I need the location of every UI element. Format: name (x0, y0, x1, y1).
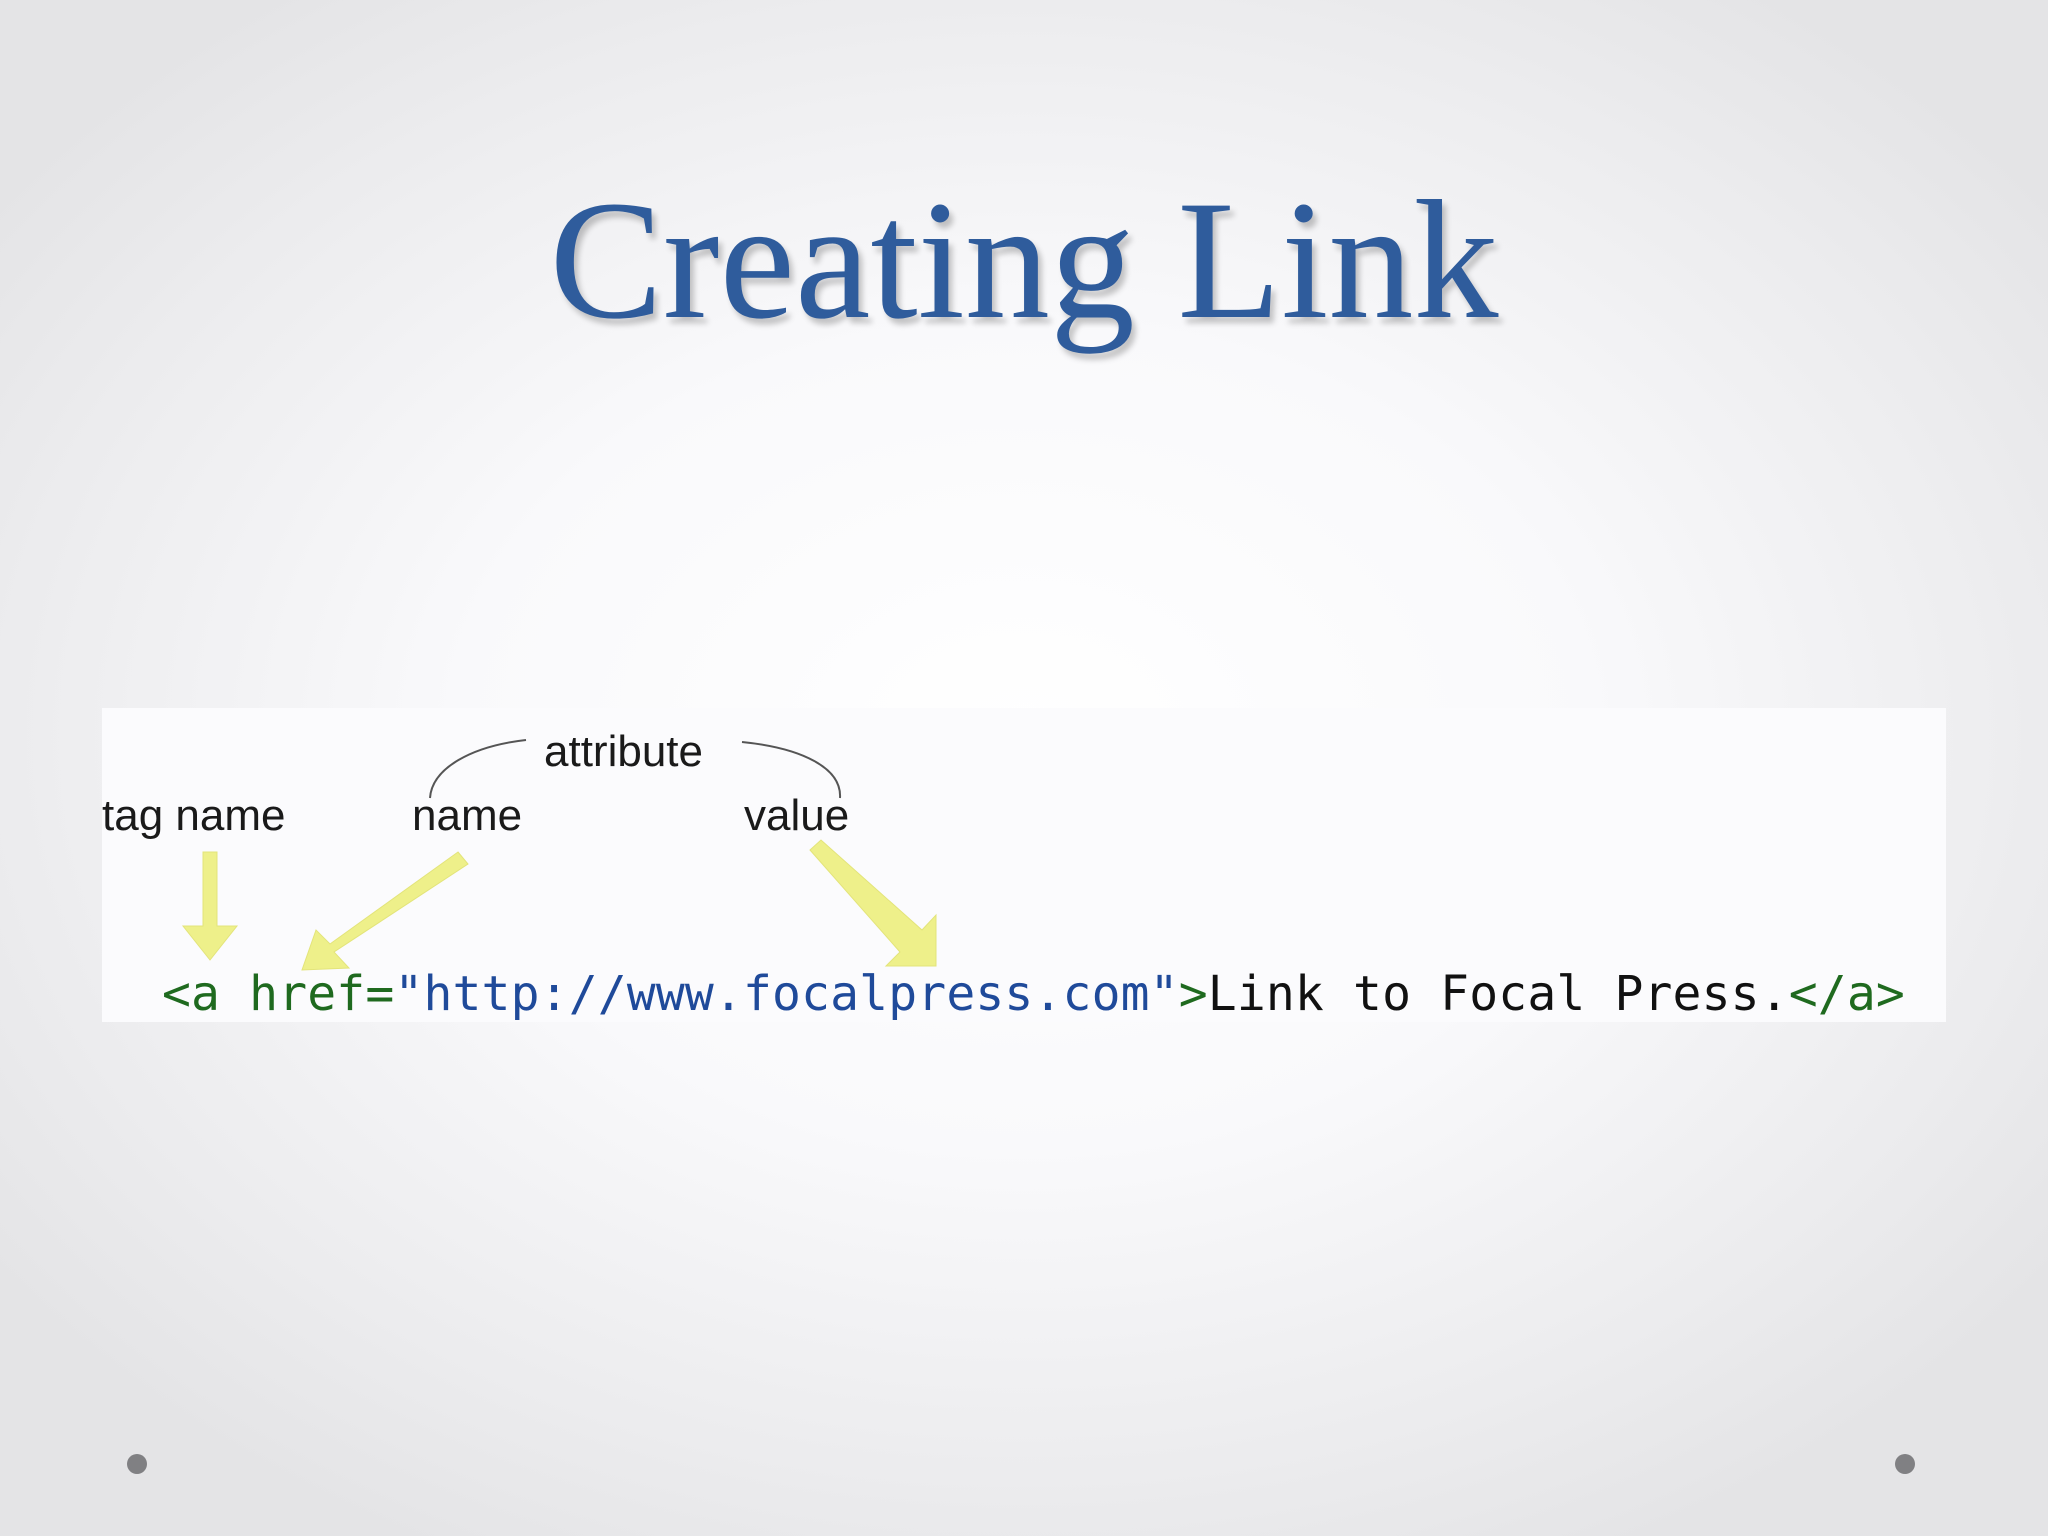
code-attribute-name: href= (220, 966, 395, 1022)
attribute-value-label: value (744, 791, 850, 840)
attribute-label: attribute (544, 727, 703, 776)
tag-name-arrow (181, 851, 239, 961)
code-attribute-value: "http://www.focalpress.com" (394, 966, 1179, 1022)
slide-corner-dot-left (127, 1454, 147, 1474)
code-link-text: Link to Focal Press. (1207, 966, 1789, 1022)
slide-title: Creating Link (549, 166, 1499, 354)
code-open-tag: <a (162, 966, 221, 1022)
link-syntax-diagram: attribute tag name name value <a href="h… (102, 708, 1946, 1022)
slide-corner-dot-right (1895, 1454, 1915, 1474)
attribute-name-label: name (412, 791, 523, 840)
diagram-arrows (181, 739, 937, 971)
attribute-brace-left (429, 739, 527, 799)
code-close-tag: </a> (1788, 966, 1905, 1022)
attribute-brace-right (741, 741, 842, 799)
value-arrow (809, 839, 937, 967)
attribute-name-arrow (301, 851, 469, 971)
code-tag-end: > (1178, 966, 1208, 1022)
code-example: <a href="http://www.focalpress.com">Link… (162, 970, 1905, 1018)
tag-name-label: tag name (102, 791, 286, 840)
